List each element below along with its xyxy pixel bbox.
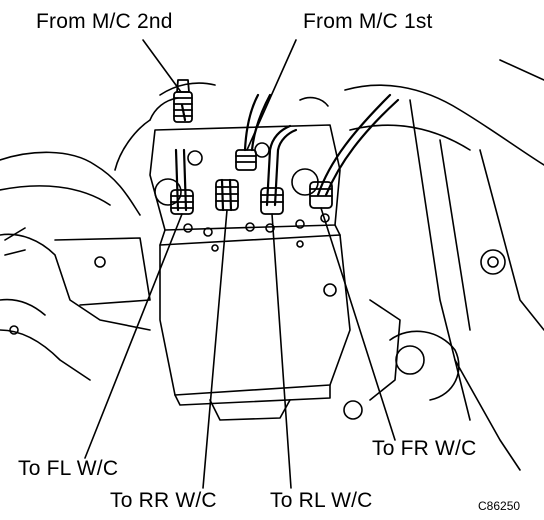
fitting-rl <box>260 187 284 215</box>
engine-bay-left <box>0 82 216 381</box>
label-to-fr-wc: To FR W/C <box>372 437 477 460</box>
label-from-mc-1st: From M/C 1st <box>303 10 433 33</box>
fitting-mc-1st <box>235 149 257 171</box>
label-to-rl-wc: To RL W/C <box>270 489 373 512</box>
engine-bay-right <box>343 59 544 471</box>
brake-lines <box>174 93 400 212</box>
actuator-block <box>149 96 351 421</box>
leader-fr <box>320 207 396 441</box>
fitting-rr <box>215 179 239 211</box>
leader-mc-2nd <box>142 39 182 93</box>
leader-rl <box>271 213 292 489</box>
leader-mc-1st <box>246 39 297 151</box>
leader-lines <box>84 39 396 489</box>
label-to-fl-wc: To FL W/C <box>18 457 119 480</box>
leader-rr <box>202 209 228 489</box>
leader-fl <box>84 213 183 459</box>
fitting-fl <box>170 189 194 215</box>
label-from-mc-2nd: From M/C 2nd <box>36 10 173 33</box>
label-to-rr-wc: To RR W/C <box>110 489 217 512</box>
figure-code: C86250 <box>478 499 521 513</box>
